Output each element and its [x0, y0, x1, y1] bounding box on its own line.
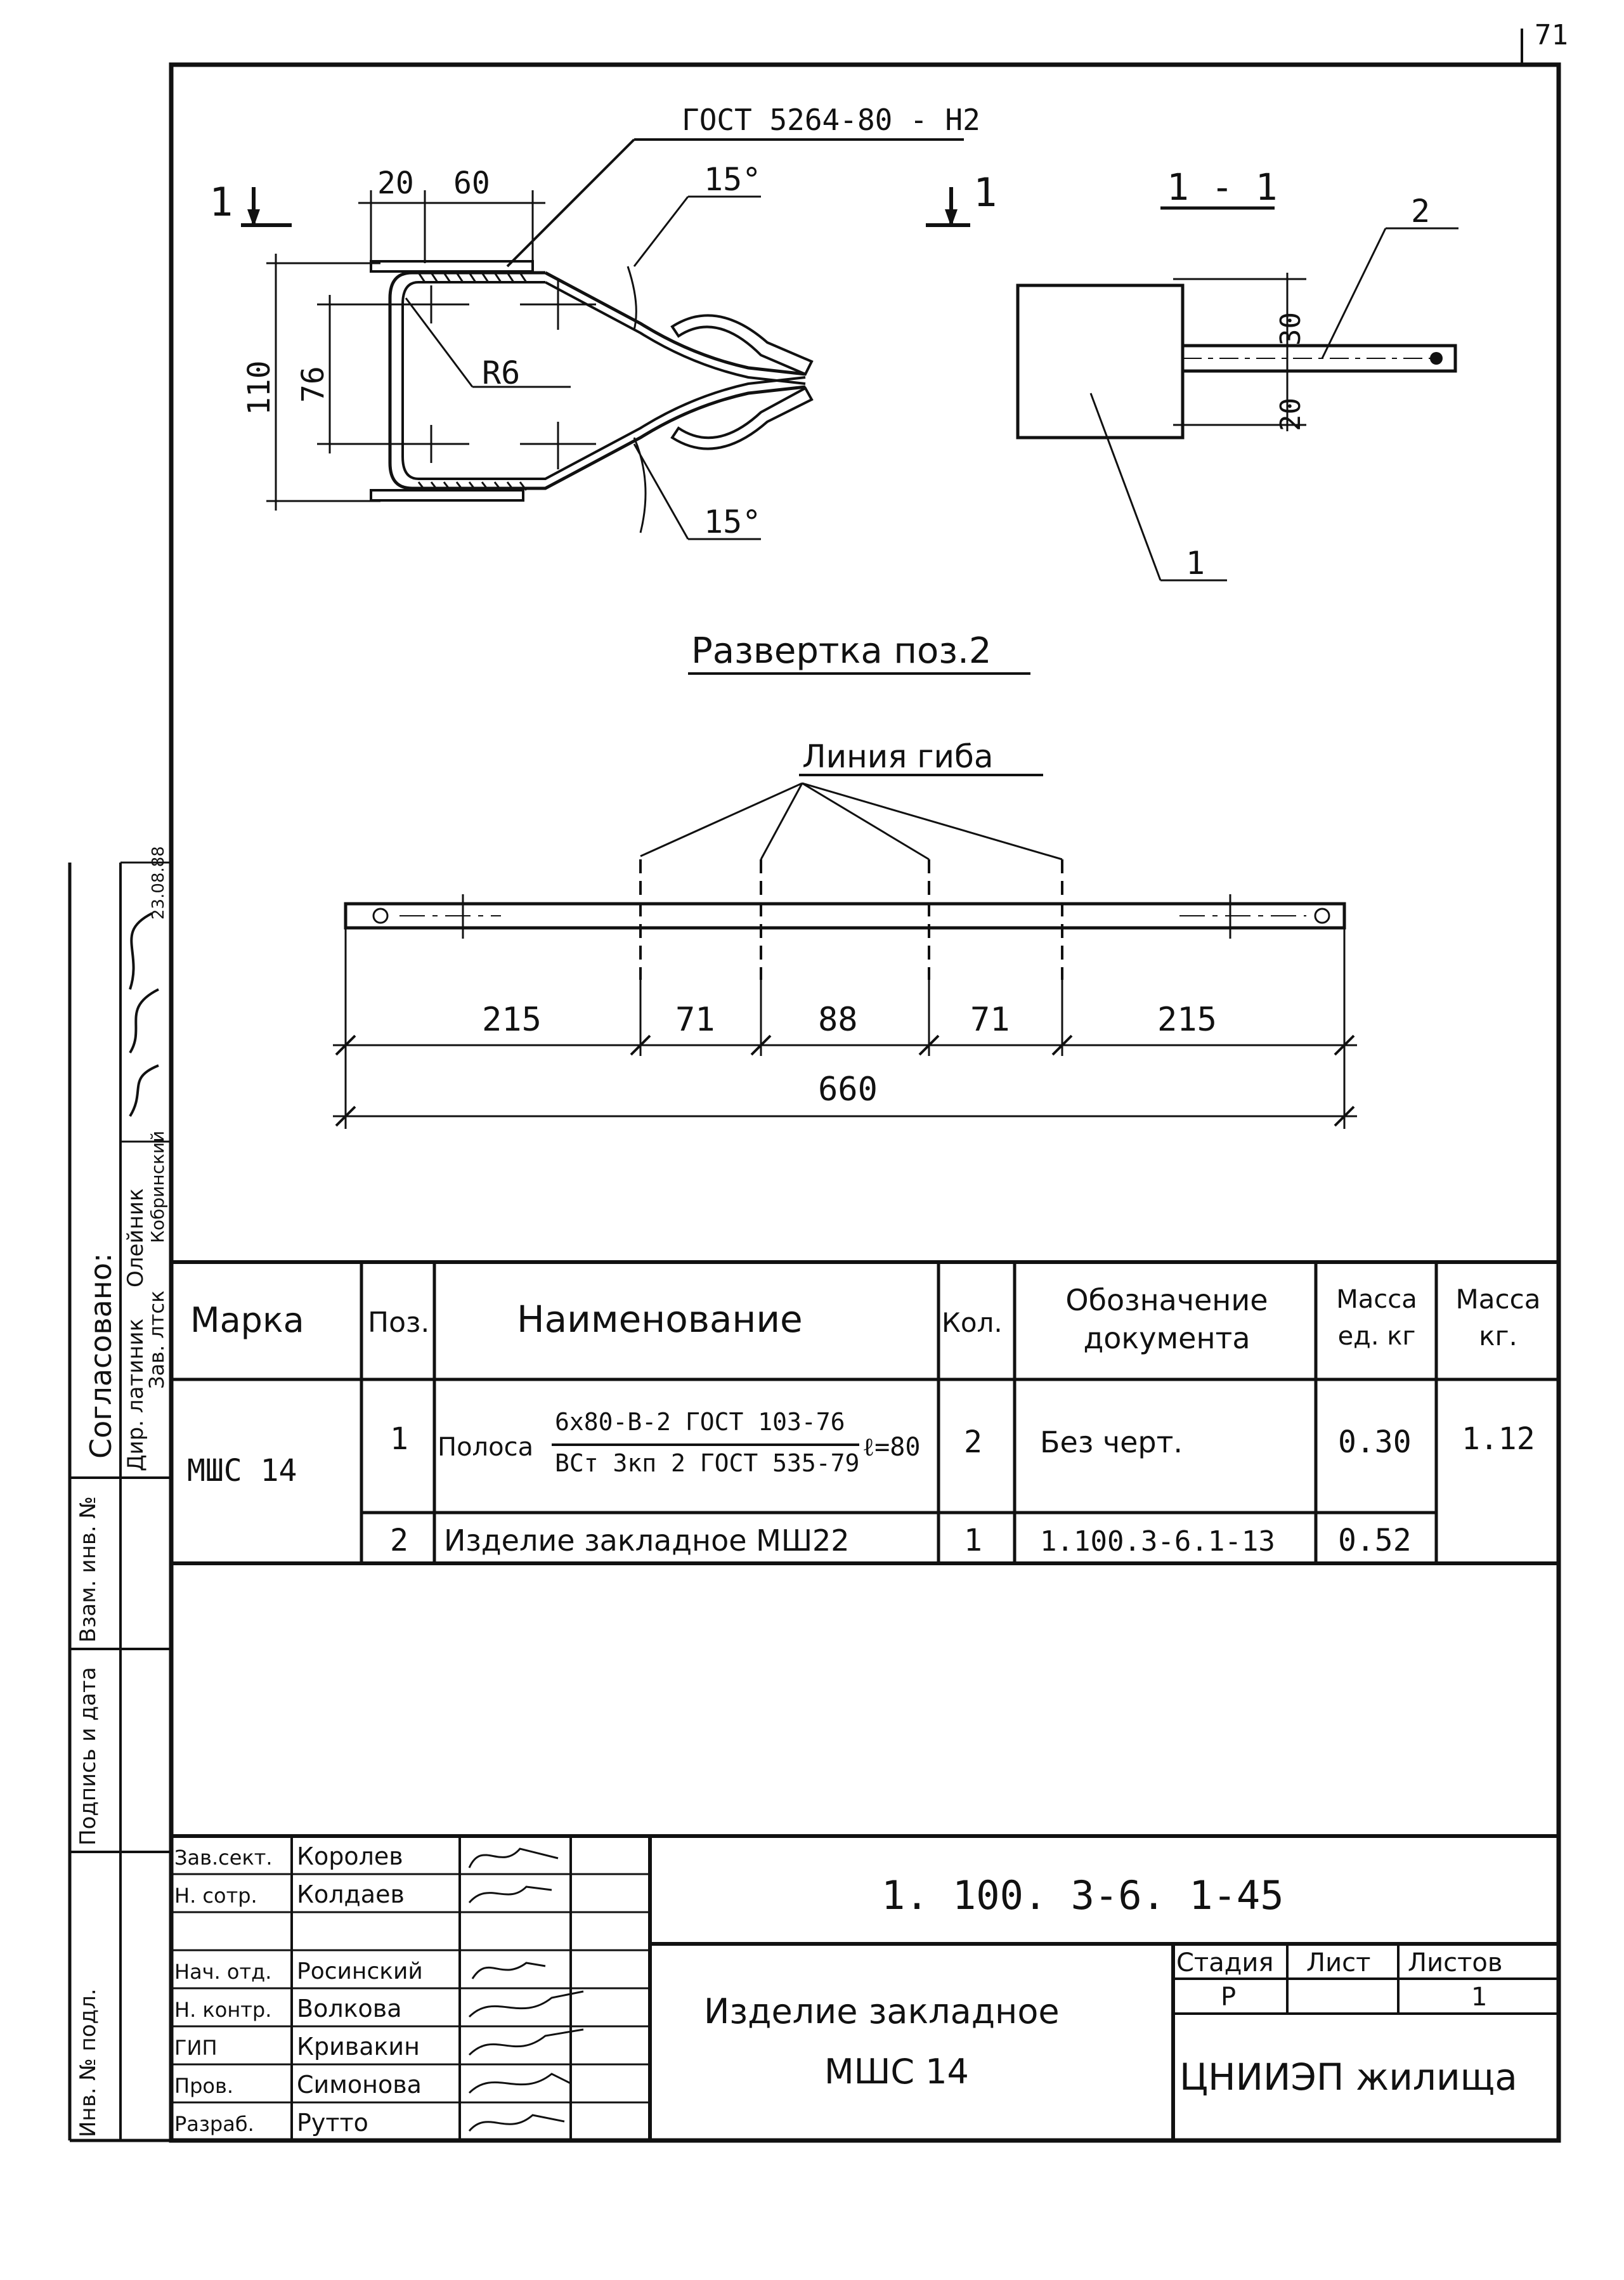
sheets-header: Листов — [1408, 1948, 1502, 1977]
side-stamp-role-1: Дир. латиник — [123, 1319, 148, 1471]
drawing-title-line2: МШС 14 — [824, 2052, 969, 2092]
spec-table: Марка Поз. Наименование Кол. Обозначение… — [171, 1260, 1559, 1565]
row1-qty: 2 — [964, 1424, 982, 1460]
total-mass-value: 1.12 — [1462, 1421, 1535, 1457]
row1-doc: Без черт. — [1040, 1425, 1183, 1459]
radius-r6: R6 — [482, 355, 520, 391]
drawing-title-line1: Изделие закладное — [704, 1991, 1060, 2031]
staff-role-2: Н. сотр. — [174, 1884, 257, 1908]
development-view: Развертка поз.2 Линия гиба 215 71 — [333, 630, 1357, 1129]
side-stamp-agreed: Согласовано: — [84, 1253, 118, 1459]
section-view: 1 - 1 30 20 1 2 — [1016, 166, 1458, 582]
staff-name-2: Колдаев — [297, 1880, 405, 1908]
row1-name-prefix: Полоса — [438, 1433, 533, 1462]
staff-name-1: Королев — [297, 1842, 403, 1870]
row1-mass: 0.30 — [1338, 1424, 1412, 1460]
front-view: ГОСТ 5264-80 - Н2 1 20 60 — [209, 103, 997, 540]
section-dim-20: 20 — [1275, 398, 1307, 431]
staff-role-6: ГИП — [174, 2036, 218, 2060]
row1-name-bottom: ВСт 3кп 2 ГОСТ 535-79 — [555, 1449, 859, 1477]
organization: ЦНИИЭП жилища — [1179, 2055, 1517, 2099]
staff-name-8: Рутто — [297, 2109, 368, 2137]
total-length: 660 — [818, 1071, 878, 1109]
side-stamp-signature — [129, 912, 159, 1054]
row2-mass: 0.52 — [1338, 1523, 1412, 1558]
row1-pos: 1 — [390, 1421, 408, 1457]
leader-2: 2 — [1411, 193, 1430, 230]
staff-name-7: Симонова — [297, 2071, 422, 2099]
bend-line-label: Линия гиба — [802, 738, 994, 775]
section-title: 1 - 1 — [1167, 166, 1278, 209]
row2-qty: 1 — [964, 1523, 982, 1558]
segment-2: 71 — [675, 1001, 715, 1039]
staff-name-5: Волкова — [297, 1995, 402, 2023]
side-stamp-role-2: Зав. лтск — [145, 1291, 169, 1389]
leader-1: 1 — [1186, 545, 1205, 582]
stage-header: Стадия — [1176, 1948, 1273, 1977]
staff-role-5: Н. контр. — [174, 1998, 271, 2022]
section-dim-30: 30 — [1275, 312, 1307, 346]
segment-3: 88 — [818, 1001, 858, 1039]
row1-name-suffix: ℓ=80 — [862, 1433, 920, 1462]
staff-name-6: Кривакин — [297, 2033, 420, 2061]
header-qty: Кол. — [942, 1307, 1003, 1338]
segment-1: 215 — [482, 1001, 542, 1039]
stage-value: Р — [1221, 1983, 1236, 2012]
side-field-inv-no: Инв. № подл. — [75, 1988, 101, 2137]
header-mark: Марка — [190, 1300, 304, 1340]
side-field-sign-date: Подпись и дата — [75, 1667, 101, 1846]
segment-4: 71 — [970, 1001, 1010, 1039]
dim-height-76: 76 — [296, 366, 331, 403]
page-number: 71 — [1535, 19, 1568, 51]
dim-top-60: 60 — [453, 166, 490, 201]
header-name: Наименование — [517, 1298, 803, 1341]
staff-role-4: Нач. отд. — [174, 1960, 271, 1984]
weld-callout: ГОСТ 5264-80 - Н2 — [682, 103, 980, 137]
header-total-mass: Масса кг. — [1455, 1284, 1541, 1352]
side-stamp-date: 23.08.88 — [149, 846, 168, 920]
side-stamp-name-1: Олейник — [123, 1189, 148, 1287]
header-unit-mass: Масса ед. кг — [1336, 1285, 1417, 1351]
sheet-header: Лист — [1306, 1948, 1370, 1977]
row1-name-top: 6x80-B-2 ГОСТ 103-76 — [555, 1408, 845, 1436]
row2-name: Изделие закладное МШ22 — [444, 1523, 850, 1558]
header-doc: Обозначение документа — [1065, 1283, 1268, 1355]
side-stamp-name-2: Кобринский — [147, 1131, 168, 1243]
segment-5: 215 — [1157, 1001, 1217, 1039]
section-mark-right: 1 — [973, 169, 997, 216]
title-block: Зав.сект. Королев Н. сотр. Колдаев Нач. … — [171, 1834, 1559, 2140]
sheets-value: 1 — [1471, 1983, 1487, 2012]
side-stamp-signature — [129, 1064, 159, 1117]
staff-role-1: Зав.сект. — [174, 1846, 273, 1870]
angle-bottom: 15° — [704, 504, 761, 540]
development-title: Развертка поз.2 — [691, 630, 992, 672]
row2-pos: 2 — [390, 1523, 408, 1558]
staff-role-8: Разраб. — [174, 2112, 254, 2136]
section-mark-left: 1 — [209, 179, 233, 225]
mark-value: МШС 14 — [187, 1453, 297, 1489]
angle-top: 15° — [704, 161, 761, 198]
drawing-code: 1. 100. 3-6. 1-45 — [881, 1872, 1284, 1918]
header-pos: Поз. — [368, 1306, 429, 1339]
staff-name-4: Росинский — [297, 1958, 423, 1984]
dim-top-20: 20 — [377, 166, 414, 201]
main-frame — [169, 62, 1561, 2143]
side-field-replace-inv: Взам. инв. № — [75, 1496, 101, 1643]
dim-height-110: 110 — [242, 360, 277, 415]
row2-doc: 1.100.3-6.1-13 — [1040, 1525, 1275, 1558]
staff-role-7: Пров. — [174, 2074, 233, 2098]
